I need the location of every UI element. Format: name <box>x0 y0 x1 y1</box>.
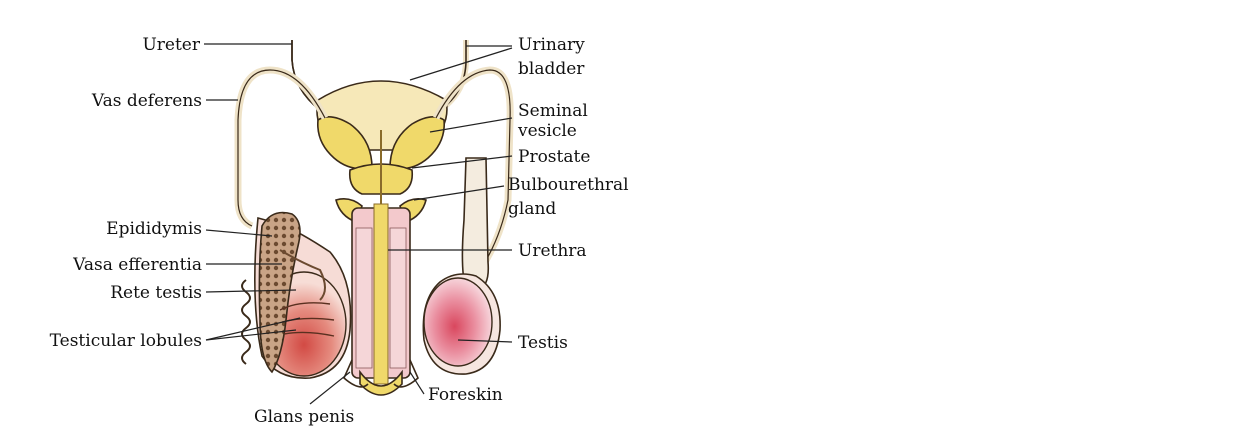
corpus-left <box>356 228 372 368</box>
label-urinary-bladder-line2: bladder <box>518 59 585 79</box>
label-seminal-vesicle-line2: vesicle <box>517 121 577 141</box>
coiled-duct <box>242 280 250 364</box>
label-rete-testis: Rete testis <box>110 283 202 303</box>
label-vasa-efferentia: Vasa efferentia <box>72 255 202 275</box>
label-seminal-vesicle-line1: Seminal <box>518 101 588 121</box>
label-prostate: Prostate <box>518 147 590 167</box>
label-bulbourethral-line2: gland <box>508 199 556 219</box>
label-ureter: Ureter <box>142 35 200 55</box>
label-urinary-bladder-line1: Urinary <box>518 35 585 55</box>
urethra-tube <box>374 204 388 384</box>
right-testis <box>424 278 492 366</box>
left-vas-deferens <box>238 70 325 226</box>
right-spermatic-cord <box>462 158 488 290</box>
label-urethra: Urethra <box>518 241 587 261</box>
label-foreskin: Foreskin <box>428 385 503 405</box>
label-vas-deferens: Vas deferens <box>91 91 202 111</box>
label-glans-penis: Glans penis <box>254 407 354 427</box>
label-testicular-lobules: Testicular lobules <box>50 331 202 351</box>
label-epididymis: Epididymis <box>106 219 202 239</box>
corpus-right <box>390 228 406 368</box>
label-bulbourethral-line1: Bulbourethral <box>508 175 629 195</box>
label-testis: Testis <box>518 333 568 353</box>
